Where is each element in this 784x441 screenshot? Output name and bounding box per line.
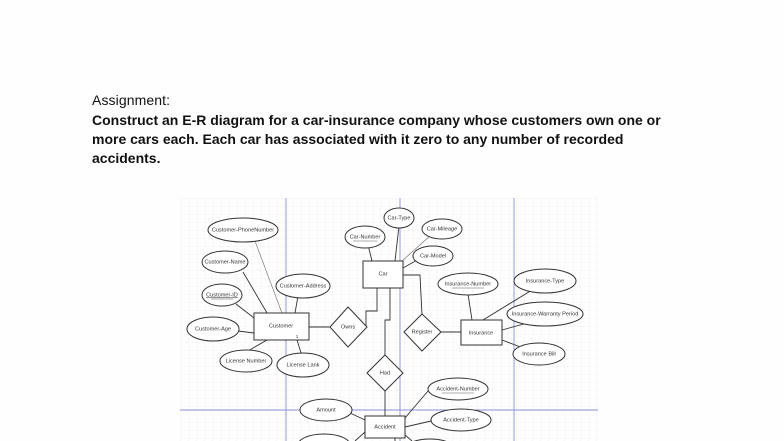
svg-text:Had: Had <box>380 370 390 376</box>
attr-partial-bottom-left <box>299 433 349 441</box>
svg-text:Insurance-Number: Insurance-Number <box>445 281 491 287</box>
svg-text:Customer-PhoneNumber: Customer-PhoneNumber <box>212 227 274 233</box>
svg-text:Car: Car <box>378 271 387 277</box>
entity-insurance: Insurance <box>460 319 503 346</box>
entity-accident: Accident <box>364 415 406 439</box>
svg-text:Owns: Owns <box>341 324 356 330</box>
svg-text:Customer-Address: Customer-Address <box>280 283 327 289</box>
assignment-text: Construct an E-R diagram for a car-insur… <box>92 112 661 166</box>
svg-text:Customer-Age: Customer-Age <box>195 326 231 332</box>
svg-text:License Number: License Number <box>226 358 267 364</box>
svg-text:Insurance-Type: Insurance-Type <box>526 278 565 284</box>
attr-amount: Amount <box>299 398 353 422</box>
attr-car-mileage: Car-Mileage <box>421 218 463 240</box>
svg-text:Customer-Name: Customer-Name <box>204 259 245 265</box>
attr-accident-number: Accident-Number <box>427 377 489 401</box>
svg-text:Car-Number: Car-Number <box>350 234 381 240</box>
svg-text:Register: Register <box>412 329 433 335</box>
cardinality-mark: 1 <box>296 334 299 339</box>
attr-accident-type: Accident-Type <box>430 408 492 432</box>
svg-text:Customer-ID: Customer-ID <box>206 292 238 298</box>
attr-license-lank: License Lank <box>276 352 330 378</box>
svg-text:Insurance-Warranty Period: Insurance-Warranty Period <box>512 311 579 317</box>
connectors <box>235 225 533 441</box>
attr-insurance-type: Insurance-Type <box>513 268 577 294</box>
entity-customer: Customer 1 <box>253 312 310 341</box>
svg-text:Car-Model: Car-Model <box>420 253 446 259</box>
attr-customer-id: Customer-ID <box>201 283 243 307</box>
svg-text:Amount: Amount <box>316 407 336 413</box>
svg-text:Insurance Bill: Insurance Bill <box>522 351 556 357</box>
svg-text:Accident-Type: Accident-Type <box>443 417 478 423</box>
attr-customer-name: Customer-Name <box>201 250 249 274</box>
svg-text:Car-Mileage: Car-Mileage <box>427 226 457 232</box>
svg-text:License Lank: License Lank <box>287 362 320 368</box>
svg-text:Insurance: Insurance <box>469 330 494 336</box>
attr-insurance-number: Insurance-Number <box>437 272 499 296</box>
entity-customer-label: Customer <box>269 323 293 329</box>
er-diagram: Customer 1 Customer-PhoneNumber Customer… <box>180 198 598 441</box>
assignment-label: Assignment: <box>92 92 171 108</box>
attr-insurance-bill: Insurance Bill <box>512 342 566 366</box>
svg-text:Car-Type: Car-Type <box>387 215 410 221</box>
attr-car-type: Car-Type <box>383 207 415 229</box>
svg-text:Accident: Accident <box>374 424 396 430</box>
attr-insurance-warranty-period: Insurance-Warranty Period <box>506 301 584 327</box>
attr-customer-phone: Customer-PhoneNumber <box>207 217 279 243</box>
relationship-had: Had <box>366 354 404 392</box>
attr-car-number: Car-Number <box>344 225 386 249</box>
entity-car: Car <box>362 260 404 289</box>
attr-license-number: License Number <box>219 349 273 373</box>
attr-car-model: Car-Model <box>412 245 454 267</box>
attr-customer-age: Customer-Age <box>186 316 240 342</box>
attr-customer-address: Customer-Address <box>275 273 331 299</box>
relationship-owns: Owns <box>329 306 368 348</box>
svg-text:Accident-Number: Accident-Number <box>436 386 479 392</box>
relationship-register: Register <box>403 313 442 352</box>
